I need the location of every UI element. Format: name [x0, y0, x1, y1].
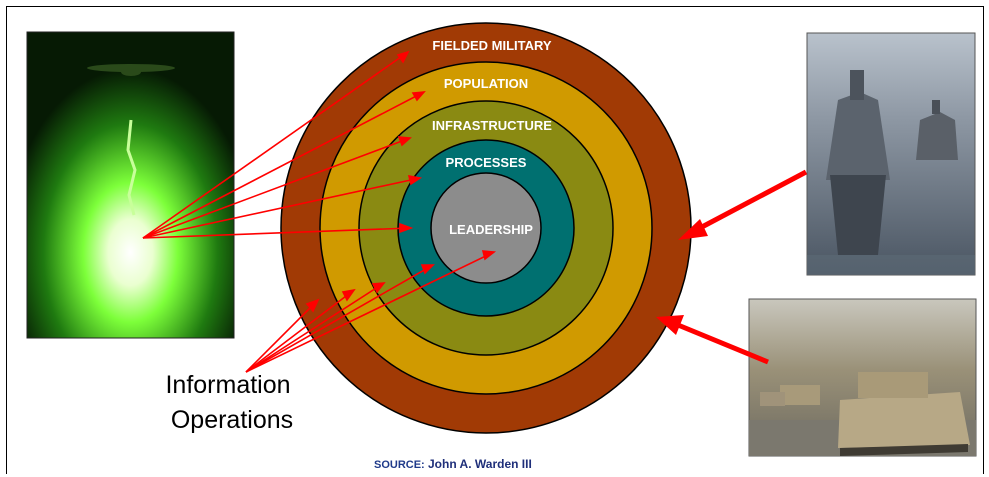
- label-processes: PROCESSES: [446, 155, 527, 170]
- source-credit: SOURCE: John A. Warden III: [374, 457, 532, 471]
- io-arrows: [245, 250, 497, 373]
- io-label: Information Operations: [165, 371, 293, 434]
- io-label-line1: Information: [165, 371, 290, 399]
- slide-frame: [6, 6, 984, 474]
- label-leadership: LEADERSHIP: [449, 222, 533, 237]
- tank-column-photo: [748, 298, 977, 457]
- strike-arrows: [142, 50, 426, 239]
- label-infrastructure: INFRASTRUCTURE: [432, 118, 552, 133]
- source-name: John A. Warden III: [428, 457, 532, 471]
- source-prefix: SOURCE:: [374, 459, 425, 471]
- night-strike-photo: [26, 31, 235, 339]
- ring-leadership: [430, 172, 542, 284]
- ring-labels: FIELDED MILITARY POPULATION INFRASTRUCTU…: [432, 38, 552, 237]
- naval-ships-photo: [806, 32, 976, 276]
- label-population: POPULATION: [444, 76, 528, 91]
- warden-rings: [280, 22, 692, 434]
- force-arrows: [656, 169, 808, 365]
- label-fielded-military: FIELDED MILITARY: [432, 38, 551, 53]
- io-label-line2: Operations: [171, 406, 293, 434]
